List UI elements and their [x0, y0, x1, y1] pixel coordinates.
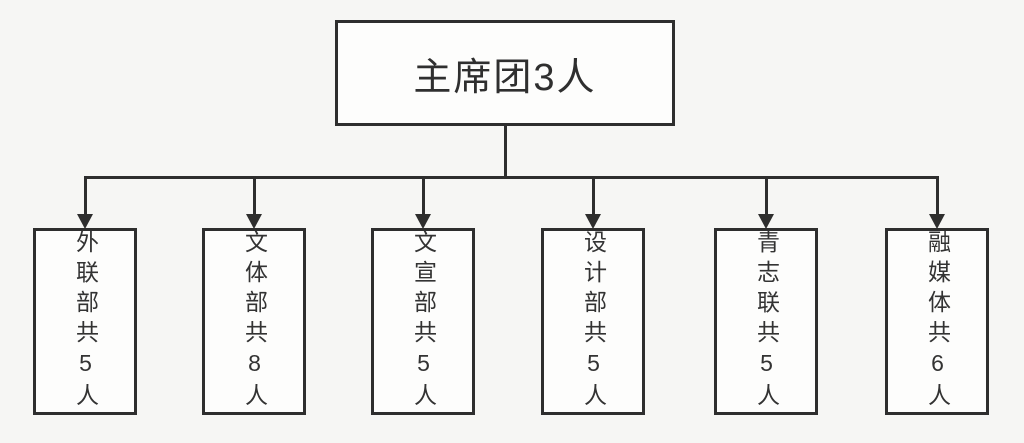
arrow-down-icon	[246, 214, 262, 229]
arrow-down-icon	[929, 214, 945, 229]
dept-node-box: 融媒体共6人	[885, 228, 989, 415]
dept-node-label: 青志联共5人	[753, 230, 780, 413]
arrow-down-icon	[77, 214, 93, 229]
root-node-label: 主席团3人	[413, 56, 597, 99]
dept-node-label: 融媒体共6人	[924, 230, 951, 413]
connector-drop-line	[422, 176, 425, 216]
root-node-box: 主席团3人	[335, 20, 675, 126]
dept-node-label: 外联部共5人	[72, 230, 99, 413]
dept-node-label: 文体部共8人	[241, 230, 268, 413]
dept-node-label: 文宣部共5人	[410, 230, 437, 413]
dept-node-box: 文体部共8人	[202, 228, 306, 415]
arrow-down-icon	[758, 214, 774, 229]
connector-stem-line	[504, 126, 507, 178]
connector-drop-line	[765, 176, 768, 216]
connector-drop-line	[592, 176, 595, 216]
dept-node-box: 文宣部共5人	[371, 228, 475, 415]
connector-horizontal-line	[84, 176, 938, 179]
dept-node-box: 青志联共5人	[714, 228, 818, 415]
arrow-down-icon	[585, 214, 601, 229]
dept-node-box: 设计部共5人	[541, 228, 645, 415]
arrow-down-icon	[415, 214, 431, 229]
connector-drop-line	[253, 176, 256, 216]
connector-drop-line	[936, 176, 939, 216]
dept-node-label: 设计部共5人	[580, 230, 607, 413]
connector-drop-line	[84, 176, 87, 216]
dept-node-box: 外联部共5人	[33, 228, 137, 415]
